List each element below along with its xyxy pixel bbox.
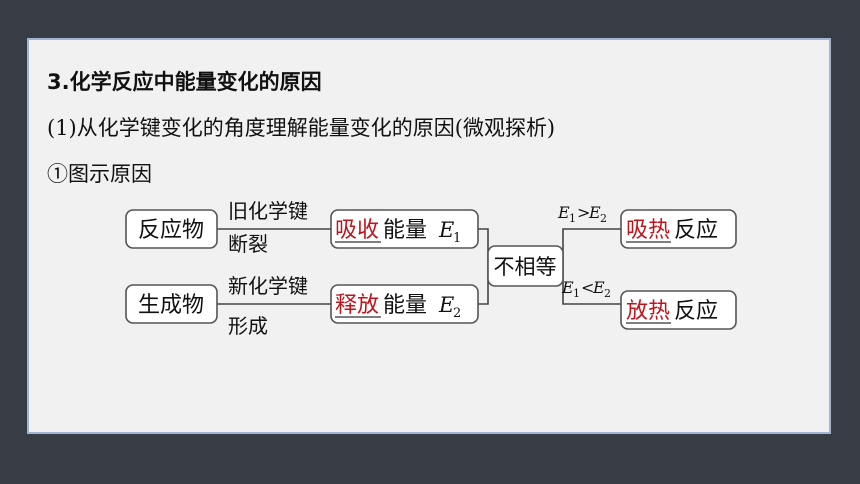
cond-lt-e-left: E <box>561 278 574 297</box>
break-label: 断裂 <box>228 232 268 256</box>
old-bond-label: 旧化学键 <box>228 199 308 223</box>
reactant-label: 反应物 <box>138 218 204 243</box>
release-fill: 释放 <box>335 293 379 318</box>
e1-subscript: 1 <box>453 231 461 246</box>
energy-label-2: 能量 <box>383 293 427 318</box>
e2-symbol: E <box>438 293 454 317</box>
figure-label: ①图示原因 <box>47 162 152 186</box>
not-equal-box: 不相等 <box>487 245 564 287</box>
exothermic-fill: 放热 <box>626 299 670 324</box>
exothermic-reaction-label: 反应 <box>674 299 718 324</box>
cond-lt-sub-left: 1 <box>573 287 580 300</box>
cond-lt-operator: < <box>581 278 594 297</box>
energy-change-diagram: 反应物 生成物 旧化学键 断裂 新化学键 形成 吸收 能量 E 1 释放 能量 … <box>125 199 737 338</box>
not-equal-label: 不相等 <box>494 255 557 279</box>
exothermic-box: 放热 反应 <box>620 290 737 330</box>
cond-gt-e-left: E <box>557 203 570 222</box>
energy-label-1: 能量 <box>383 218 427 243</box>
section-heading: 3.化学反应中能量变化的原因 <box>47 70 322 94</box>
form-label: 形成 <box>228 314 268 338</box>
cond-gt-sub-right: 2 <box>600 212 607 225</box>
absorb-fill: 吸收 <box>335 218 379 243</box>
product-label: 生成物 <box>138 293 204 318</box>
cond-lt-e-right: E <box>592 278 605 297</box>
product-box: 生成物 <box>125 284 218 324</box>
cond-gt-sub-left: 1 <box>569 212 576 225</box>
e2-subscript: 2 <box>453 306 461 321</box>
slide: 3.化学反应中能量变化的原因 (1)从化学键变化的角度理解能量变化的原因(微观探… <box>27 38 831 434</box>
endothermic-fill: 吸热 <box>626 218 670 243</box>
condition-less: E 1 < E 2 <box>561 278 611 300</box>
release-energy-box: 释放 能量 E 2 <box>330 284 479 324</box>
new-bond-label: 新化学键 <box>228 274 308 298</box>
condition-greater: E 1 > E 2 <box>557 203 607 225</box>
cond-gt-operator: > <box>577 203 590 222</box>
endothermic-reaction-label: 反应 <box>674 218 718 243</box>
subsection-heading: (1)从化学键变化的角度理解能量变化的原因(微观探析) <box>47 116 556 140</box>
cond-lt-sub-right: 2 <box>604 287 611 300</box>
reactant-box: 反应物 <box>125 209 218 249</box>
endothermic-box: 吸热 反应 <box>620 209 737 249</box>
bracket-left <box>478 228 489 305</box>
absorb-energy-box: 吸收 能量 E 1 <box>330 209 479 249</box>
e1-symbol: E <box>438 218 454 242</box>
cond-gt-e-right: E <box>588 203 601 222</box>
